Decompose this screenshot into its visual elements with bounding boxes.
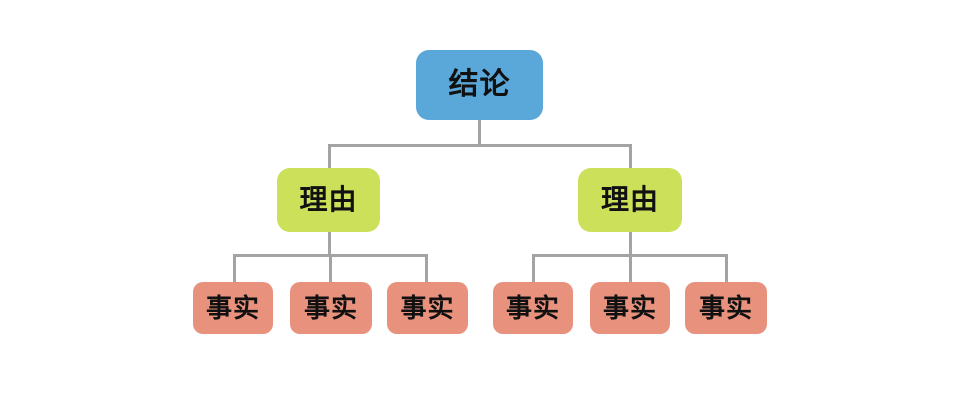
node-fact-3-label: 事实 — [400, 293, 455, 323]
connector-fact-3-drop — [425, 254, 428, 282]
node-fact-1-label: 事实 — [205, 293, 260, 323]
node-fact-6: 事实 — [685, 282, 767, 334]
connector-conclusion-stem — [478, 120, 481, 147]
node-fact-3: 事实 — [387, 282, 468, 334]
node-fact-1: 事实 — [193, 282, 273, 334]
node-reason-1-label: 理由 — [299, 184, 358, 215]
node-fact-4: 事实 — [493, 282, 573, 334]
connector-fact-6-drop — [725, 254, 728, 282]
node-fact-2: 事实 — [290, 282, 372, 334]
node-fact-2-label: 事实 — [303, 293, 358, 323]
connector-fact-4-drop — [532, 254, 535, 282]
connector-fact-1-drop — [233, 254, 236, 282]
node-fact-5-label: 事实 — [602, 293, 657, 323]
node-fact-5: 事实 — [590, 282, 670, 334]
connector-reason-1-stem — [328, 232, 331, 257]
connector-fact-2-drop — [329, 254, 332, 282]
connector-reason-1-drop — [328, 144, 331, 168]
node-reason-2: 理由 — [578, 168, 682, 232]
node-reason-2-label: 理由 — [600, 184, 659, 215]
node-conclusion-label: 结论 — [448, 68, 511, 101]
connector-reason-2-stem — [629, 232, 632, 257]
node-fact-4-label: 事实 — [505, 293, 560, 323]
node-reason-1: 理由 — [277, 168, 380, 232]
connector-reasons-rail — [328, 144, 632, 147]
connector-reason-2-drop — [629, 144, 632, 168]
connector-fact-5-drop — [629, 254, 632, 282]
node-fact-6-label: 事实 — [698, 293, 753, 323]
node-conclusion: 结论 — [416, 50, 543, 120]
